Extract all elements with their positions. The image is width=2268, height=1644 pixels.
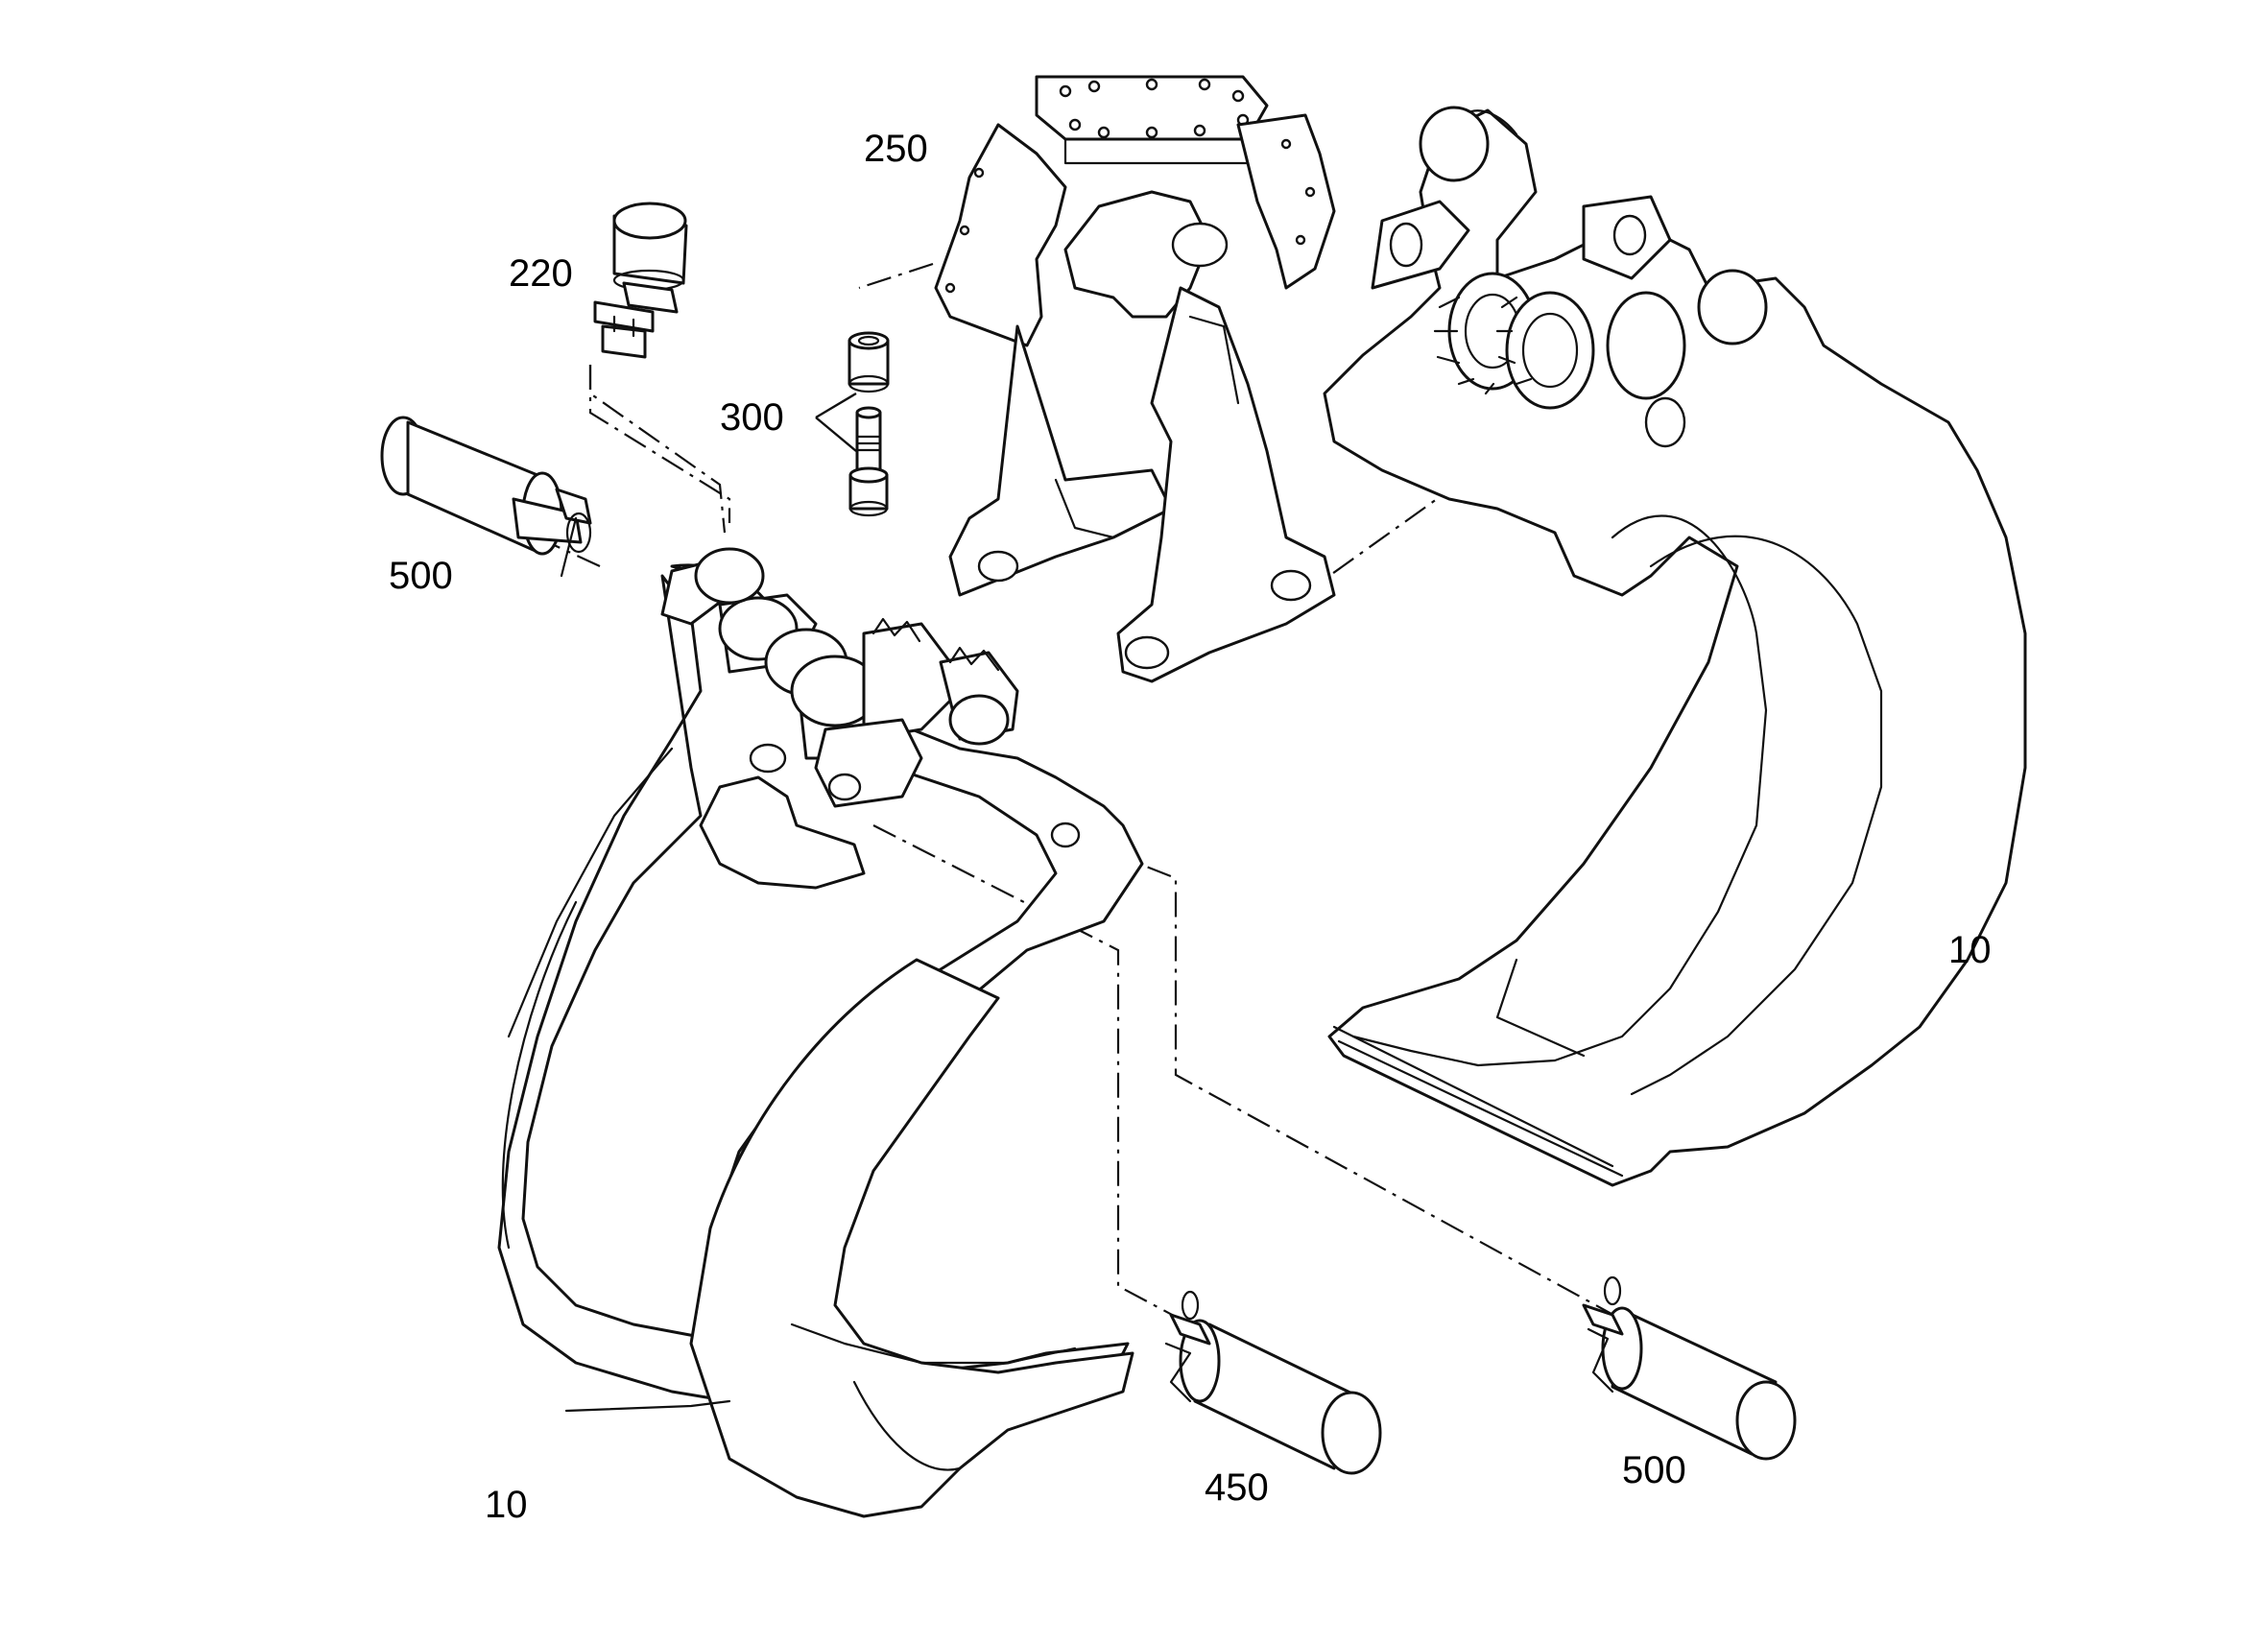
pin-450 — [1164, 1290, 1382, 1475]
callout-450: 450 — [1205, 1466, 1269, 1509]
callout-250: 250 — [864, 128, 928, 170]
callout-500-left: 500 — [389, 555, 453, 597]
pin-left — [380, 416, 592, 578]
grapple-arm-left — [497, 547, 1144, 1518]
pin-bottom-right — [1582, 1275, 1797, 1461]
callout-10-right: 10 — [1948, 929, 1992, 971]
callout-300: 300 — [720, 396, 784, 439]
rotator-link-bracket — [934, 75, 1336, 683]
damper-stop — [593, 202, 688, 359]
callout-220: 220 — [509, 252, 573, 295]
bush-and-bolt — [848, 331, 890, 517]
grapple-arm-right — [1323, 106, 2027, 1187]
callout-500-bottom: 500 — [1622, 1449, 1686, 1491]
callout-10-left: 10 — [485, 1484, 528, 1526]
callout-300-leader — [815, 392, 857, 452]
